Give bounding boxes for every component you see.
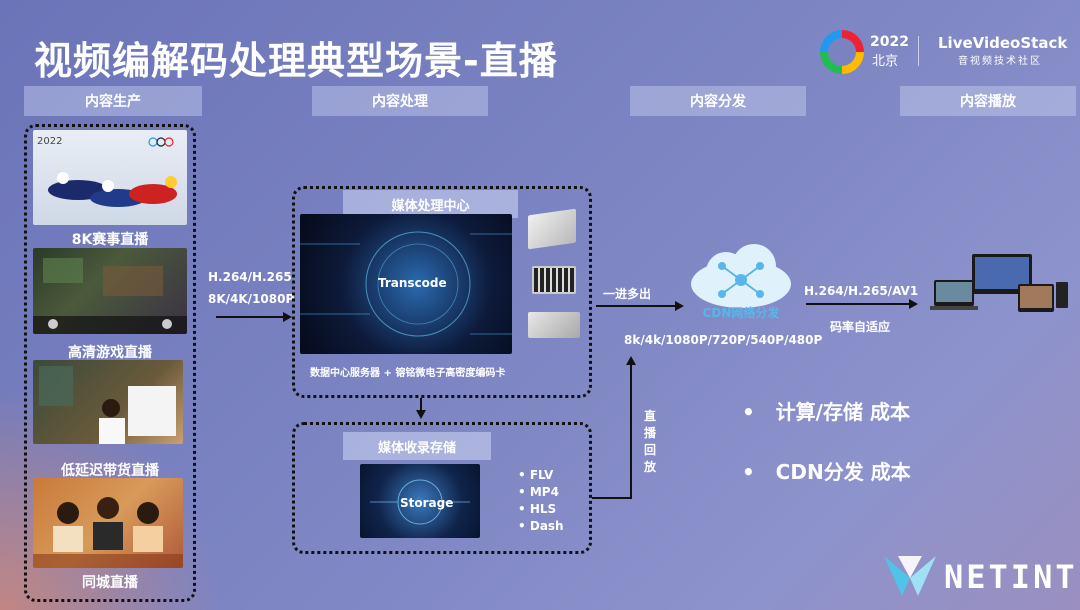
netint-wordmark: NETINT	[944, 558, 1078, 596]
format-item: • HLS	[518, 502, 557, 516]
format-item: • Dash	[518, 519, 564, 533]
event-logo-icon	[820, 30, 864, 74]
thumb-game-stream	[33, 248, 187, 334]
cost-bullet: • 计算/存储 成本	[742, 400, 910, 424]
presenter-whiteboard-icon	[39, 366, 176, 444]
brand-logo: LiveVideoStack	[938, 34, 1068, 52]
ssd-card-icon	[528, 208, 576, 250]
cost-bullet: • CDN分发 成本	[742, 460, 911, 484]
output-arrow-line	[806, 303, 910, 305]
production-box	[24, 124, 196, 602]
stage-distribution: 内容分发	[630, 86, 806, 116]
cloud-storage-icon	[370, 479, 470, 525]
speed-skating-image-icon: 2022	[37, 136, 177, 207]
cdn-cloud: CDN网络分发	[686, 240, 796, 324]
transcode-image: Transcode	[300, 214, 512, 354]
stage-processing: 内容处理	[312, 86, 488, 116]
processing-center-title: 媒体处理中心	[343, 190, 518, 218]
caption-local-stream: 同城直播	[82, 575, 138, 591]
brand-subtitle: 音视频技术社区	[958, 56, 1042, 67]
fanout-label: 一进多出	[603, 287, 652, 301]
cdn-cloud-icon	[691, 244, 791, 308]
logo-divider	[918, 36, 919, 66]
format-item: • FLV	[518, 468, 554, 482]
replay-line-horizontal	[592, 497, 632, 499]
transcode-label: Transcode	[378, 276, 447, 290]
output-codec-label: H.264/H.265/AV1	[804, 284, 919, 298]
storage-box	[292, 422, 592, 554]
playback-devices	[930, 252, 1070, 316]
resolutions-label: 8k/4k/1080P/720P/540P/480P	[624, 333, 823, 347]
devices-icon	[930, 254, 1068, 312]
replay-label: 直播回放	[643, 409, 656, 474]
thumb-shopping-stream	[33, 360, 183, 444]
pcie-card-icon	[528, 312, 580, 338]
replay-arrow-head-icon	[626, 356, 636, 365]
abr-label: 码率自适应	[830, 320, 891, 334]
encoder-card-icon	[532, 266, 576, 294]
thumb-local-stream	[33, 478, 183, 568]
page-title: 视频编解码处理典型场景-直播	[34, 39, 558, 83]
storage-title: 媒体收录存储	[343, 432, 491, 460]
storage-label: Storage	[400, 496, 454, 510]
stage-production: 内容生产	[24, 86, 202, 116]
caption-game-stream: 高清游戏直播	[68, 345, 152, 361]
caption-8k-sports: 8K赛事直播	[71, 232, 149, 248]
netint-logo-icon	[884, 556, 936, 596]
processing-center-box	[292, 186, 592, 398]
format-item: • MP4	[518, 485, 559, 499]
storage-image: Storage	[360, 464, 480, 538]
input-arrow-line	[216, 316, 284, 318]
group-live-icon	[33, 497, 183, 568]
storage-arrow-line	[420, 398, 422, 410]
thumb-8k-sports: 2022	[33, 130, 187, 225]
processing-caption: 数据中心服务器 + 镕铭微电子高密度编码卡	[310, 368, 506, 379]
output-arrow-head-icon	[909, 299, 918, 309]
input-resolution-label: 8K/4K/1080P	[208, 292, 295, 306]
netint-logo	[884, 556, 936, 596]
input-arrow-head-icon	[283, 312, 292, 322]
input-codec-label: H.264/H.265	[208, 270, 292, 284]
replay-line-vertical	[630, 364, 632, 499]
logo-city: 北京	[872, 54, 899, 69]
stage-playback: 内容播放	[900, 86, 1076, 116]
caption-shopping-stream: 低延迟带货直播	[61, 463, 159, 479]
fanout-arrow-head-icon	[675, 301, 684, 311]
storage-arrow-head-icon	[416, 410, 426, 419]
chip-circuit-icon	[300, 231, 512, 337]
logo-year: 2022	[870, 34, 909, 50]
cdn-label: CDN网络分发	[702, 306, 780, 320]
fanout-arrow-line	[596, 305, 676, 307]
game-screen-icon	[33, 258, 187, 334]
svg-text:2022: 2022	[37, 136, 62, 147]
